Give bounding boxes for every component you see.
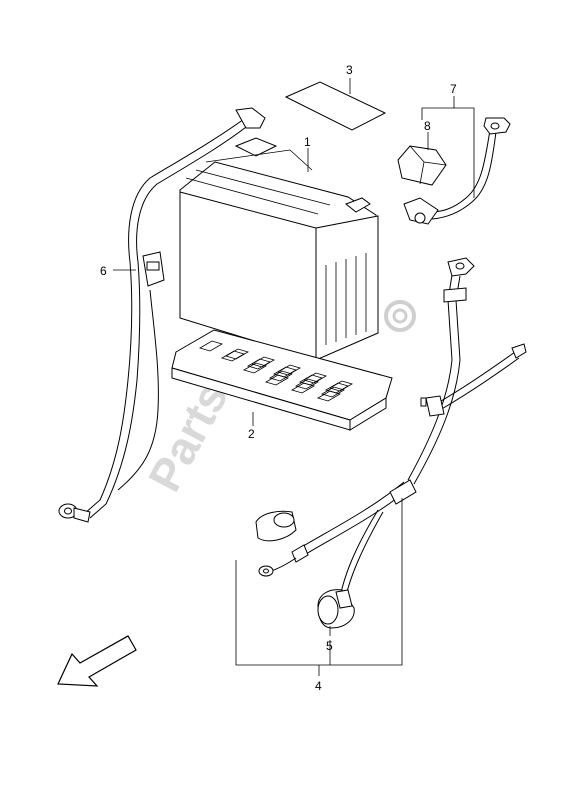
part-6-wire-harness[interactable]	[58, 107, 266, 523]
part-8-terminal-cover[interactable]	[397, 145, 447, 186]
callout-3: 3	[346, 63, 353, 77]
callout-4: 4	[315, 679, 322, 693]
part-1-battery[interactable]	[179, 137, 379, 361]
callout-5: 5	[326, 639, 333, 653]
leader-lines	[113, 78, 475, 676]
part-2-battery-tray[interactable]	[171, 329, 393, 431]
callout-1: 1	[304, 135, 311, 149]
callout-7: 7	[450, 82, 457, 96]
callout-6: 6	[100, 264, 107, 278]
part-7-positive-cable[interactable]	[403, 117, 511, 225]
callout-2: 2	[248, 427, 255, 441]
gear-icon	[384, 300, 416, 332]
part-3-battery-sheet[interactable]	[284, 81, 387, 131]
front-direction-arrow-icon	[57, 635, 137, 687]
part-5-terminal-boot[interactable]	[317, 589, 355, 629]
callout-8: 8	[424, 119, 431, 133]
